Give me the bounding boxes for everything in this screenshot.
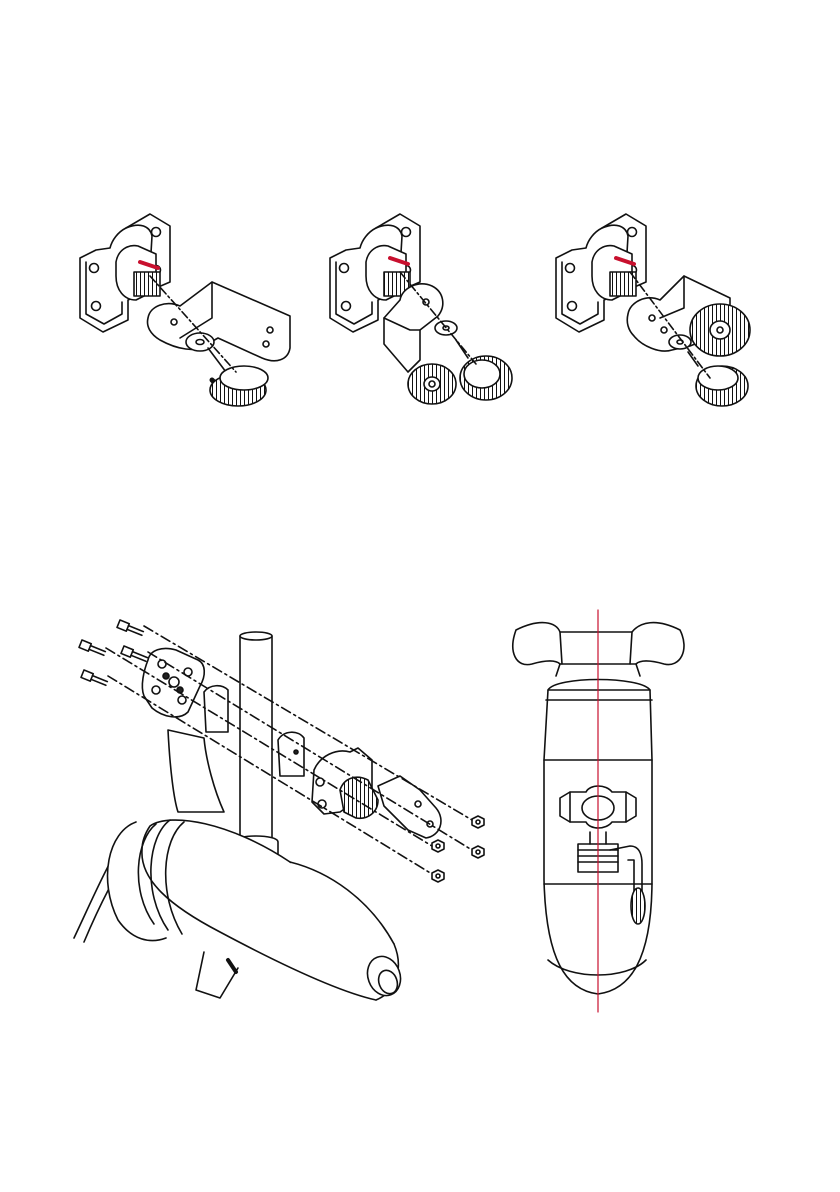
ratchet-disc — [408, 364, 456, 404]
clamp-bracket — [312, 748, 441, 838]
bracket-config-b — [330, 214, 512, 404]
backing-plate — [142, 648, 204, 716]
motor-exploded-view — [74, 620, 484, 1000]
bracket-config-c — [556, 214, 750, 406]
motor-front-view — [513, 610, 684, 1012]
mounting-plate — [148, 282, 291, 361]
ratchet-disc — [690, 304, 750, 356]
washer — [186, 333, 214, 351]
bracket-config-a — [80, 214, 290, 406]
rubber-spacers — [204, 686, 304, 776]
thumb-knob — [688, 352, 748, 406]
screws — [79, 620, 148, 687]
